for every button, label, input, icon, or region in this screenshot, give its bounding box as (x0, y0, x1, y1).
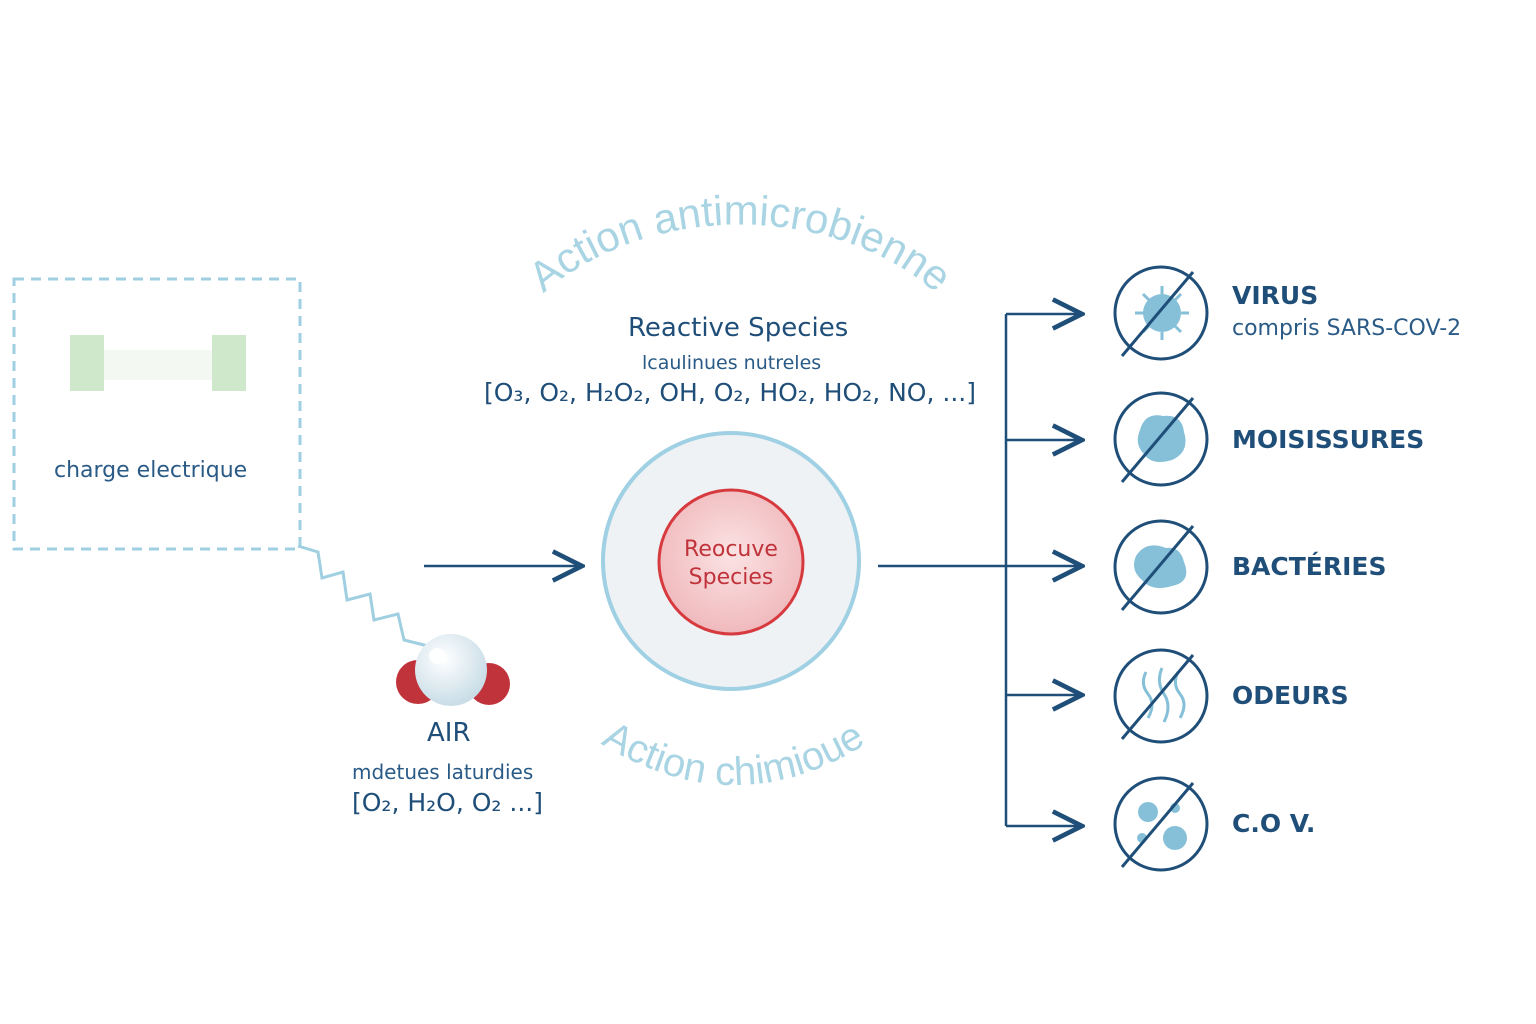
target-label-odor: ODEURS (1232, 681, 1349, 710)
charge-label: charge electrique (54, 458, 248, 483)
discharge-zigzag (297, 544, 429, 648)
odor-icon (1113, 648, 1209, 744)
target-label-virus: VIRUS (1232, 281, 1319, 310)
core-circle (657, 488, 805, 636)
bacteria-icon (1113, 519, 1209, 615)
charge-box (12, 277, 302, 551)
mold-icon (1113, 391, 1209, 487)
voc-icon (1113, 776, 1209, 872)
arc-label-chemical: Action chimioue (596, 713, 871, 794)
target-label-mold: MOISISSURES (1232, 425, 1425, 454)
core-label: Reocuve Species (684, 537, 778, 590)
reactive-species-title: Reactive Species (628, 313, 849, 343)
target-label-voc: C.O V. (1232, 809, 1316, 838)
air-subtitle: mdetues laturdies (352, 760, 534, 784)
arc-label-antimicrobial: Action antimicrobienne (520, 187, 961, 301)
reactive-species-subtitle: lcaulinues nutreles (642, 352, 822, 374)
air-title: AIR (427, 718, 471, 748)
virus-icon (1113, 265, 1209, 361)
target-sublabel-virus: compris SARS-COV-2 (1232, 316, 1462, 341)
reactive-species-formula: [O₃, O₂, H₂O₂, OH, O₂, HO₂, HO₂, NO, ...… (484, 378, 976, 407)
air-molecule-icon (396, 634, 510, 706)
target-label-bacteria: BACTÉRIES (1232, 552, 1387, 581)
air-formula: [O₂, H₂O, O₂ ...] (352, 788, 543, 817)
electrode-icon (70, 335, 246, 391)
